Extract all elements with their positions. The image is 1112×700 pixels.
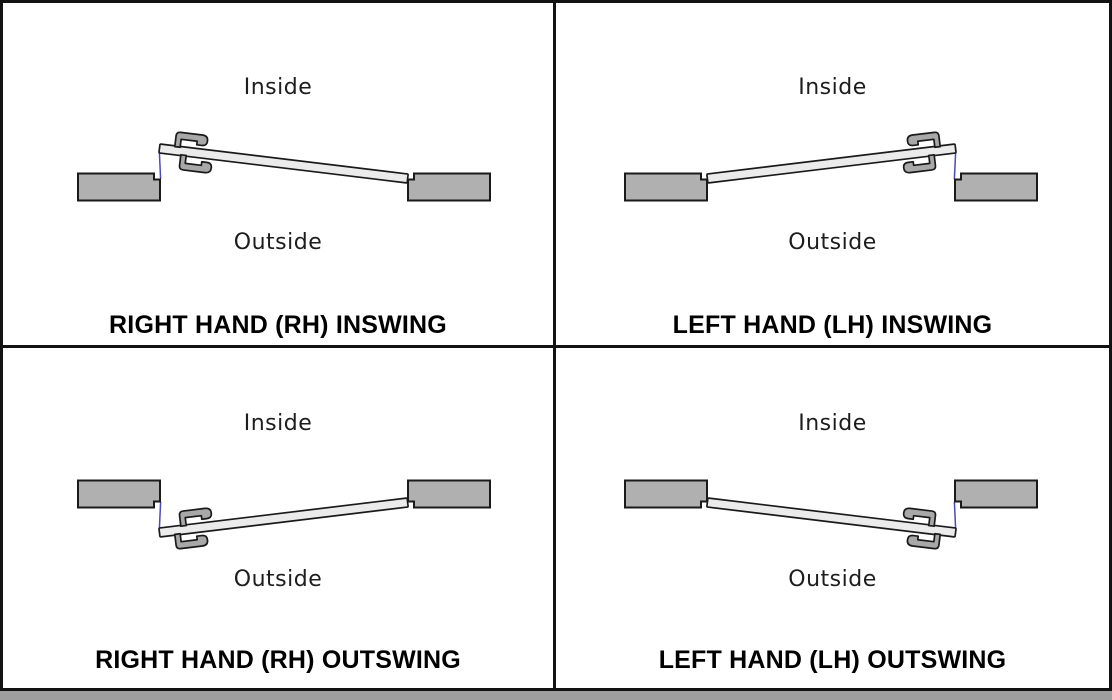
inside-label: Inside bbox=[798, 411, 867, 436]
quadrant-rh-inswing: Inside Outside RIGHT HAND (RH) INSWING bbox=[3, 3, 556, 348]
quadrant-title: LEFT HAND (LH) INSWING bbox=[672, 311, 993, 339]
quadrant-lh-outswing: Inside Outside LEFT HAND (LH) OUTSWING bbox=[556, 348, 1109, 688]
outside-label: Outside bbox=[788, 230, 877, 255]
page-edge-strip bbox=[0, 691, 1112, 700]
quadrant-title: LEFT HAND (LH) OUTSWING bbox=[658, 646, 1007, 674]
inside-label: Inside bbox=[243, 411, 313, 436]
outside-label: Outside bbox=[233, 230, 323, 255]
quadrant-lh-inswing: Inside Outside LEFT HAND (LH) INSWING bbox=[556, 3, 1109, 348]
door-diagram-rh-outswing bbox=[77, 479, 491, 552]
door-diagram-lh-inswing bbox=[624, 129, 1038, 202]
inside-label: Inside bbox=[798, 75, 867, 100]
quadrant-title: RIGHT HAND (RH) INSWING bbox=[109, 311, 447, 339]
inside-label: Inside bbox=[243, 75, 313, 100]
door-diagram-rh-inswing bbox=[77, 129, 491, 202]
quadrant-rh-outswing: Inside Outside RIGHT HAND (RH) OUTSWING bbox=[3, 348, 556, 688]
door-diagram-lh-outswing bbox=[624, 479, 1038, 552]
quadrant-title: RIGHT HAND (RH) OUTSWING bbox=[95, 646, 461, 674]
outside-label: Outside bbox=[788, 567, 877, 592]
outside-label: Outside bbox=[233, 567, 323, 592]
